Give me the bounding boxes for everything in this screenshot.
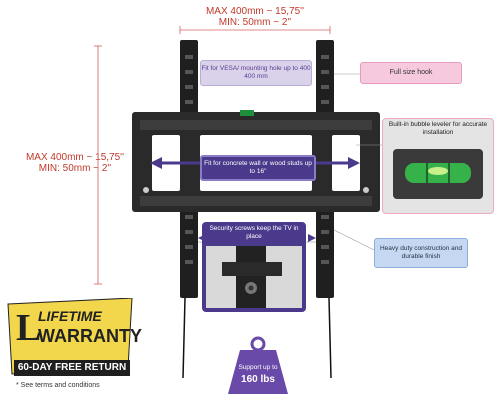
warranty-note: * See terms and conditions — [16, 382, 100, 389]
security-callout-text: Security screws keep the TV in place — [209, 225, 299, 240]
vesa-callout: Fit for VESA/ mounting hole up to 400 40… — [200, 60, 312, 86]
bubble-level-icon — [393, 149, 483, 199]
security-panel: Security screws keep the TV in place — [202, 222, 306, 312]
callout-lines — [198, 73, 384, 251]
warranty-lifetime: LIFETIME — [38, 308, 102, 324]
weight-badge: Support up to 160 lbs — [226, 336, 290, 396]
safety-cords — [182, 297, 332, 379]
left-dimension-min: MIN: 50mm ~ 2'' — [38, 163, 112, 174]
warranty-title: WARRANTY — [38, 326, 142, 346]
hook-callout-text: Full size hook — [389, 69, 433, 76]
weight-icon — [228, 336, 288, 394]
top-dimension-min: MIN: 50mm ~ 2'' — [218, 17, 292, 28]
warranty-badge: L LIFETIME WARRANTY 60-DAY FREE RETURN *… — [6, 298, 142, 396]
svg-text:L: L — [16, 307, 41, 349]
warranty-logo: L — [7, 298, 133, 376]
leveler-callout-text: Built-in bubble leveler for accurate ins… — [388, 121, 488, 136]
heavy-duty-callout: Heavy duty construction and durable fini… — [374, 238, 468, 268]
top-dimension: MAX 400mm ~ 15,75'' MIN: 50mm ~ 2'' — [180, 6, 330, 28]
concrete-callout: Fit for concrete wall or wood studs up t… — [200, 155, 316, 181]
top-dimension-max: MAX 400mm ~ 15,75'' — [205, 6, 305, 17]
weight-value: 160 lbs — [241, 374, 275, 385]
heavy-duty-callout-text: Heavy duty construction and durable fini… — [379, 245, 463, 260]
concrete-callout-text: Fit for concrete wall or wood studs up t… — [204, 160, 312, 175]
vesa-callout-text: Fit for VESA/ mounting hole up to 400 40… — [201, 65, 311, 80]
left-dimension-max: MAX 400mm ~ 15,75'' — [25, 152, 125, 163]
weight-label: Support up to — [238, 364, 278, 371]
dimension-lines — [94, 26, 331, 285]
leveler-panel: Built-in bubble leveler for accurate ins… — [382, 118, 494, 214]
screw-closeup-image — [206, 246, 302, 308]
warranty-return: 60-DAY FREE RETURN — [17, 362, 127, 373]
hook-callout: Full size hook — [360, 62, 462, 84]
left-dimension: MAX 400mm ~ 15,75'' MIN: 50mm ~ 2'' — [20, 152, 130, 174]
